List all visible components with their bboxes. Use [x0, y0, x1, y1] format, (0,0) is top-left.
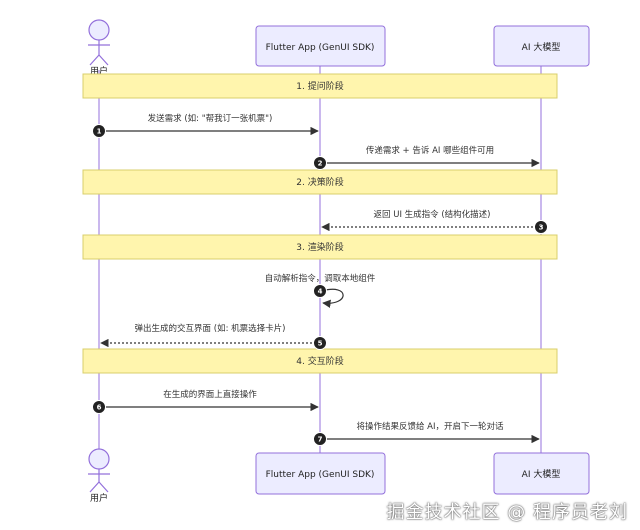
sequence-badge [92, 400, 106, 414]
message-3: 返回 UI 生成指令 (结构化描述) 3 [321, 209, 548, 234]
phase-label: 4. 交互阶段 [296, 355, 343, 367]
sequence-number: 6 [97, 404, 102, 412]
message-6: 在生成的界面上直接操作 6 [92, 389, 319, 414]
sequence-number: 1 [97, 128, 102, 136]
phase-note-3: 3. 渲染阶段 [82, 234, 558, 260]
user-icon-head [88, 448, 110, 470]
phase-note-2: 2. 决策阶段 [82, 169, 558, 195]
phase-label: 3. 渲染阶段 [296, 241, 343, 253]
phase-note-1: 1. 提问阶段 [82, 73, 558, 99]
message-4: 自动解析指令，调取本地组件 4 [265, 273, 376, 309]
message-label: 将操作结果反馈给 AI，开启下一轮对话 [356, 421, 504, 432]
participant-ai-bottom: AI 大模型 [493, 452, 590, 495]
sequence-number: 3 [539, 224, 544, 232]
participant-ai-label: AI 大模型 [522, 468, 561, 480]
participant-ai-top: AI 大模型 [493, 25, 590, 67]
message-5: 弹出生成的交互界面 (如: 机票选择卡片) 5 [100, 323, 327, 350]
message-label: 发送需求 (如: "帮我订一张机票") [148, 113, 273, 124]
sequence-badge [92, 124, 106, 138]
sequence-number: 4 [318, 288, 323, 296]
sequence-badge [313, 336, 327, 350]
sequence-badge [534, 220, 548, 234]
message-label: 在生成的界面上直接操作 [163, 389, 257, 400]
message-1: 发送需求 (如: "帮我订一张机票") 1 [92, 113, 319, 138]
sequence-badge [313, 156, 327, 170]
sequence-number: 2 [318, 160, 323, 168]
actor-user-top: 用户 [88, 19, 110, 77]
message-label: 传递需求 + 告诉 AI 哪些组件可用 [366, 145, 494, 156]
message-label: 弹出生成的交互界面 (如: 机票选择卡片) [135, 323, 286, 334]
sequence-number: 7 [318, 436, 323, 444]
phase-note-4: 4. 交互阶段 [82, 348, 558, 374]
message-7: 将操作结果反馈给 AI，开启下一轮对话 7 [313, 421, 540, 446]
message-label: 自动解析指令，调取本地组件 [265, 273, 376, 284]
participant-app-top: Flutter App (GenUI SDK) [255, 25, 386, 67]
participant-ai-label: AI 大模型 [522, 41, 561, 53]
watermark: 掘金技术社区 @ 程序员老刘 [386, 502, 628, 523]
user-icon-head [88, 19, 110, 41]
message-2: 传递需求 + 告诉 AI 哪些组件可用 2 [313, 145, 540, 170]
phase-label: 1. 提问阶段 [296, 80, 343, 92]
message-label: 返回 UI 生成指令 (结构化描述) [374, 209, 491, 220]
participant-app-label: Flutter App (GenUI SDK) [266, 470, 375, 480]
sequence-badge [313, 432, 327, 446]
actor-user-bottom: 用户 [88, 448, 110, 504]
participant-app-bottom: Flutter App (GenUI SDK) [255, 452, 386, 495]
sequence-badge [313, 284, 327, 298]
actor-user-label: 用户 [90, 492, 108, 504]
participant-app-label: Flutter App (GenUI SDK) [266, 43, 375, 53]
phase-label: 2. 决策阶段 [296, 176, 343, 188]
sequence-number: 5 [318, 340, 323, 348]
